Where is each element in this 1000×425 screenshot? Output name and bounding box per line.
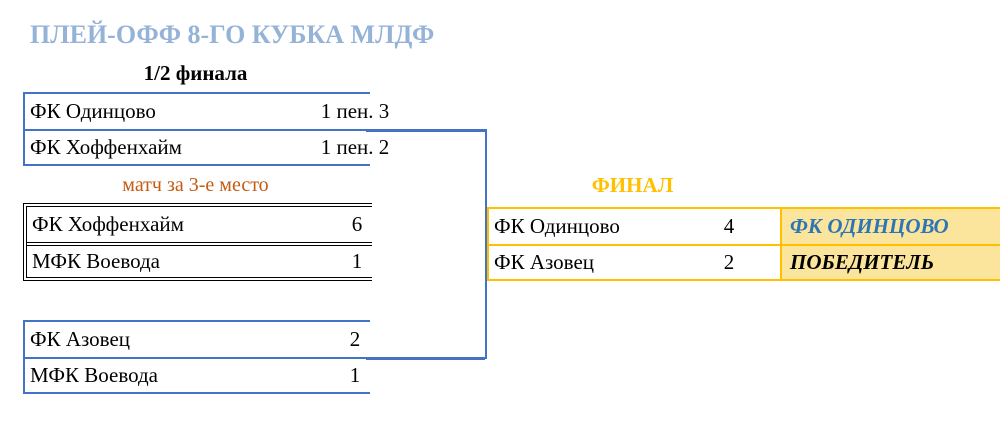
table-row: ФК Одинцово 1 пен. 3	[25, 94, 389, 129]
third-place-header: матч за 3-е место	[122, 174, 269, 196]
table-row: МФК Воевода 1	[27, 242, 372, 277]
table-row: ФК Азовец 2	[489, 244, 780, 279]
team-score: 1 пен. 2	[320, 135, 390, 159]
bracket-connector-vertical	[484, 129, 487, 359]
team-score: 2	[349, 327, 361, 351]
team-name: ФК Одинцово	[494, 214, 620, 238]
table-row: ФК Одинцово 4	[489, 209, 780, 244]
semifinal-header: 1/2 финала	[143, 61, 248, 85]
winner-block: ФК ОДИНЦОВО ПОБЕДИТЕЛЬ	[782, 207, 1000, 281]
team-name: ФК Азовец	[494, 250, 595, 274]
team-name: ФК Азовец	[30, 327, 131, 351]
final-match: ФК Одинцово 4 ФК Азовец 2	[487, 207, 782, 281]
winner-label: ПОБЕДИТЕЛЬ	[782, 244, 1000, 279]
table-row: ФК Хоффенхайм 1 пен. 2	[25, 129, 389, 164]
table-row: ФК Азовец 2	[25, 322, 370, 357]
team-name: ФК Хоффенхайм	[32, 212, 184, 236]
semifinal-match-1: ФК Одинцово 1 пен. 3 ФК Хоффенхайм 1 пен…	[23, 92, 389, 166]
team-score: 6	[351, 212, 363, 236]
third-place-match: ФК Хоффенхайм 6 МФК Воевода 1	[23, 203, 372, 281]
team-score: 1	[351, 249, 363, 273]
team-name: ФК Одинцово	[30, 99, 156, 123]
bracket-connector-top	[366, 129, 487, 132]
page-title: ПЛЕЙ-ОФФ 8-ГО КУБКА МЛДФ	[30, 20, 435, 49]
team-score: 1	[349, 363, 361, 387]
table-row: МФК Воевода 1	[25, 357, 370, 392]
semifinal-match-2: ФК Азовец 2 МФК Воевода 1	[23, 320, 370, 394]
team-score: 1 пен. 3	[320, 99, 390, 123]
team-name: МФК Воевода	[30, 363, 158, 387]
team-name: МФК Воевода	[32, 249, 160, 273]
table-row: ФК Хоффенхайм 6	[27, 207, 372, 242]
team-name: ФК Хоффенхайм	[30, 135, 182, 159]
team-score: 2	[723, 250, 735, 274]
final-header: ФИНАЛ	[591, 173, 674, 197]
winner-team: ФК ОДИНЦОВО	[790, 214, 949, 238]
team-score: 4	[723, 214, 735, 238]
bracket-connector-bottom	[366, 357, 485, 360]
